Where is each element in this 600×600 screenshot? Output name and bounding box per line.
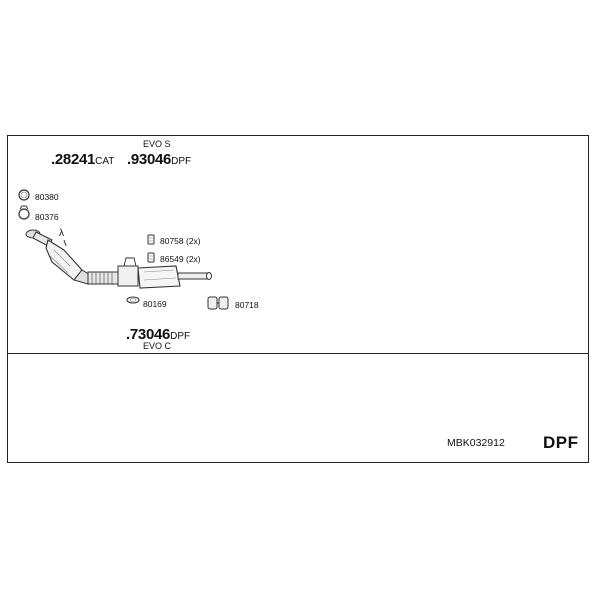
part-label-80758: 80758 (2x) (160, 236, 201, 246)
part-label-80169: 80169 (143, 299, 167, 309)
part-number-93046-value: .93046 (127, 151, 172, 168)
part-number-28241-suffix: CAT (95, 156, 115, 167)
part-number-73046-suffix: DPF (170, 331, 191, 342)
frame-divider (7, 353, 589, 354)
flex-pipe-icon (87, 271, 119, 285)
variant-label-bottom: EVO C (143, 341, 172, 351)
lambda-symbol: λ (59, 228, 64, 239)
catalytic-converter-icon (25, 229, 93, 285)
type-label: DPF (543, 433, 579, 452)
part-label-80376: 80376 (35, 212, 59, 222)
nut-icon (147, 252, 155, 263)
lambda-sensor-port (63, 239, 67, 247)
bolt-icon (147, 234, 155, 245)
part-label-80380: 80380 (35, 192, 59, 202)
part-number-28241-value: .28241 (51, 151, 96, 168)
dpf-unit-icon (117, 257, 212, 289)
part-number-93046: .93046DPF (127, 152, 191, 168)
part-label-86549: 86549 (2x) (160, 254, 201, 264)
part-number-73046-value: .73046 (126, 326, 171, 343)
diagram-frame (7, 135, 589, 463)
part-label-80718: 80718 (235, 300, 259, 310)
ring-clamp-icon (18, 189, 30, 201)
rubber-mount-icon (207, 296, 229, 310)
part-number-93046-suffix: DPF (171, 156, 192, 167)
band-clamp-icon (18, 205, 30, 220)
part-number-73046: .73046DPF (126, 327, 190, 343)
gasket-icon (126, 296, 140, 304)
variant-label-top: EVO S (143, 139, 171, 149)
kit-number: MBK032912 (447, 437, 505, 449)
part-number-28241: .28241CAT (51, 152, 114, 168)
